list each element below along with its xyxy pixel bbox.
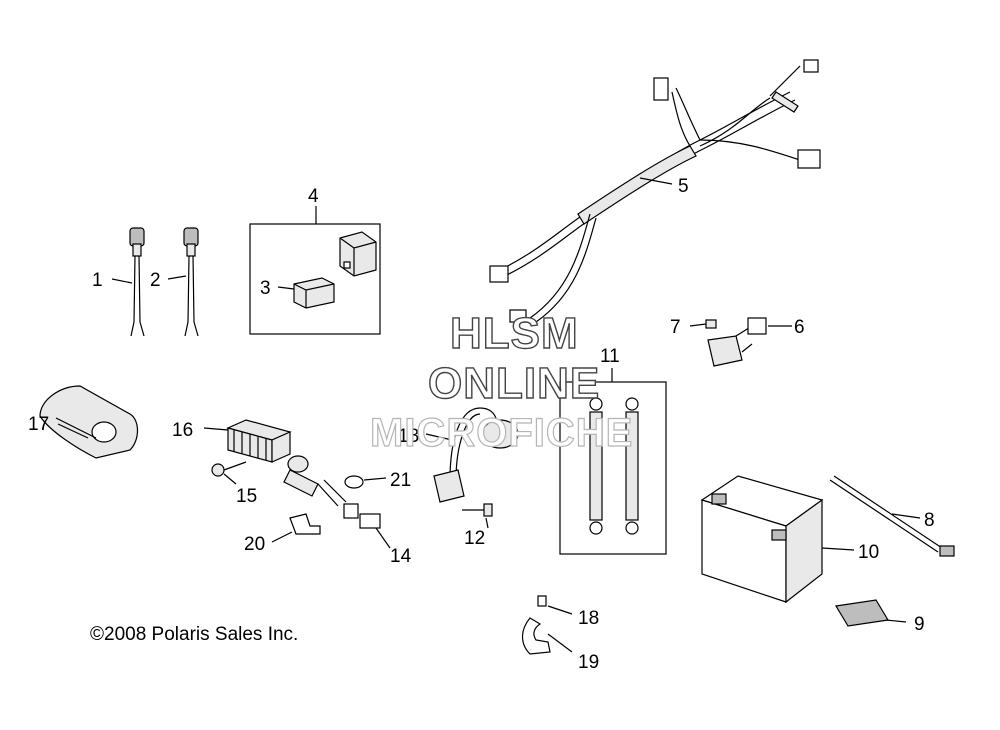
callout-21: 21 [390, 470, 411, 491]
part-21-grommet [344, 475, 387, 489]
callout-15: 15 [236, 486, 257, 507]
part-17-tool-pouch [39, 385, 139, 459]
callout-10: 10 [858, 542, 879, 563]
callout-14: 14 [390, 546, 412, 567]
callout-19: 19 [578, 652, 599, 673]
callout-8: 8 [924, 510, 935, 531]
part-12-bolt [462, 503, 493, 529]
leader-1 [111, 278, 133, 284]
part-13-ignition-coil [425, 407, 519, 503]
watermark-line-1: HLSM [450, 309, 579, 358]
callout-6: 6 [794, 317, 805, 338]
part-16-voltage-regulator [203, 419, 292, 463]
part-1-connector-lead [129, 227, 145, 337]
part-9-battery-pad [835, 599, 907, 627]
leader-2 [167, 275, 187, 280]
callout-9: 9 [914, 614, 925, 635]
callout-3: 3 [260, 278, 271, 299]
callout-13: 13 [398, 426, 419, 447]
part-18-fastener [537, 595, 573, 615]
callout-17: 17 [28, 414, 49, 435]
part-7-clip [689, 319, 717, 329]
watermark-line-2: ONLINE [428, 359, 600, 408]
part-4-kit-box [249, 206, 381, 335]
part-14-key-switch [283, 455, 391, 549]
callout-16: 16 [172, 420, 193, 441]
part-20-bracket [271, 513, 321, 543]
callout-4: 4 [308, 186, 319, 207]
part-19-clamp [521, 617, 573, 655]
callout-1: 1 [92, 270, 103, 291]
callout-20: 20 [244, 534, 265, 555]
part-10-battery [700, 475, 855, 604]
part-11-battery-cables [559, 368, 667, 555]
callout-12: 12 [464, 528, 485, 549]
callout-2: 2 [150, 270, 161, 291]
part-8-battery-strap [829, 475, 955, 557]
callout-11: 11 [600, 346, 620, 367]
part-5-wire-harness [489, 59, 821, 323]
watermark-line-3: MICROFICHE [370, 411, 633, 455]
callout-5: 5 [678, 176, 689, 197]
part-6-starter-relay [707, 317, 792, 367]
part-2-connector-lead [183, 227, 199, 337]
part-15-screw [211, 461, 247, 485]
copyright-notice: ©2008 Polaris Sales Inc. [90, 624, 298, 645]
callout-18: 18 [578, 608, 599, 629]
callout-7: 7 [670, 317, 681, 338]
